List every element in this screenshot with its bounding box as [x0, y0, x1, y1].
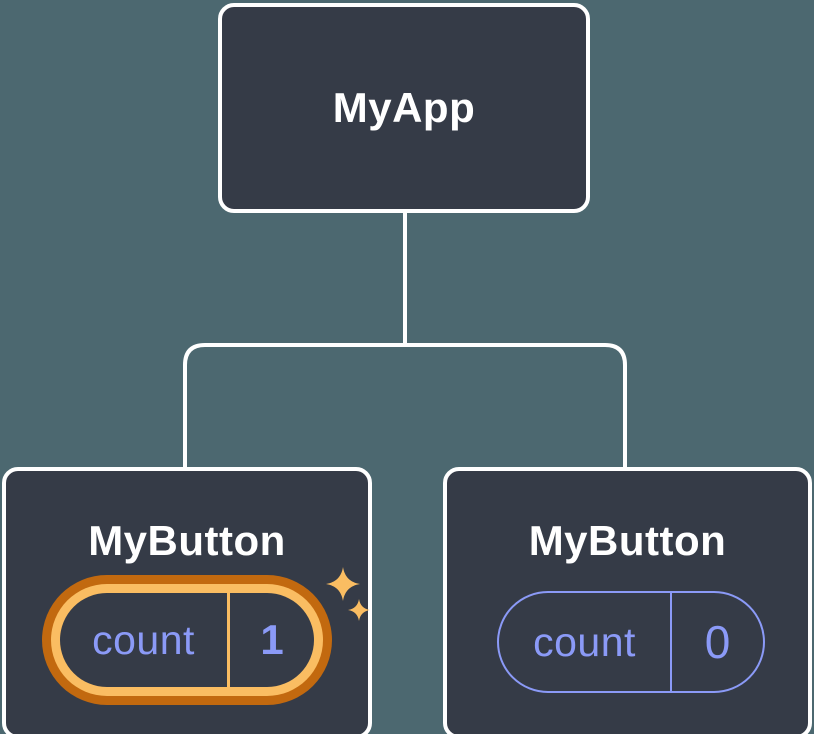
state-divider — [227, 593, 230, 687]
state-key: count — [92, 616, 195, 663]
node-mybutton-1: MyButton count 1 — [2, 467, 372, 734]
node-label: MyButton — [528, 517, 727, 564]
state-value: 0 — [704, 616, 731, 668]
node-myapp: MyApp — [218, 3, 590, 213]
state-badge: count 0 — [497, 591, 765, 693]
state-key: count — [533, 618, 636, 665]
state-badge-highlighted: count 1 — [42, 575, 332, 705]
connector-branch — [183, 343, 627, 470]
highlight-ring: count 1 — [51, 584, 323, 696]
sparkle-icon — [348, 599, 370, 621]
node-label: MyApp — [332, 84, 476, 131]
state-key-section: count — [499, 593, 670, 691]
state-value: 1 — [260, 616, 284, 663]
sparkle-icon — [326, 567, 360, 601]
state-value-section: 1 — [230, 593, 314, 687]
state-badge-body: count 1 — [60, 593, 314, 687]
state-value-section: 0 — [672, 593, 763, 691]
node-label: MyButton — [88, 517, 286, 564]
state-divider — [670, 593, 672, 691]
state-key-section: count — [60, 593, 227, 687]
node-mybutton-2: MyButton count 0 — [443, 467, 812, 734]
